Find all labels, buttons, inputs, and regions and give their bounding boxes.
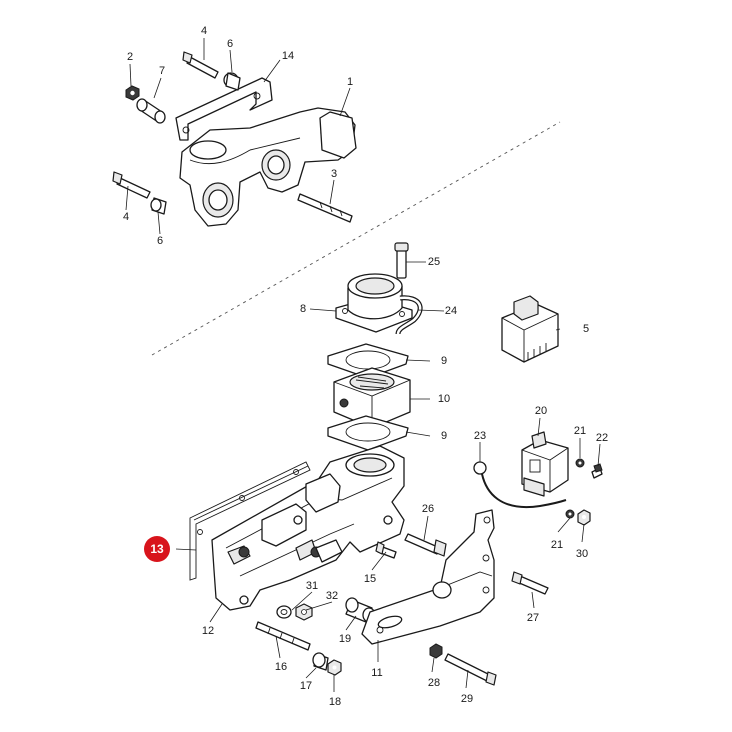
callout-20: 20 [535, 405, 547, 417]
part-sleeve-6-upper [223, 72, 241, 91]
part-bolt-15 [375, 541, 397, 559]
callout-10: 10 [438, 393, 450, 405]
callout-14: 14 [282, 50, 294, 62]
part-gasket-13 [189, 461, 311, 581]
part-stud-4-lower [112, 171, 151, 199]
callout-5: 5 [583, 323, 589, 335]
callout-28: 28 [428, 677, 440, 689]
part-stud-4-upper [182, 51, 219, 79]
part-hose-24 [395, 295, 423, 335]
part-screw-25 [394, 242, 409, 279]
part-gasket-9-lower [327, 415, 409, 451]
callout-24: 24 [445, 305, 457, 317]
part-intake-manifold-12 [211, 445, 405, 611]
part-bracket-14 [175, 77, 273, 141]
callout-26: 26 [422, 503, 434, 515]
part-sleeve-17 [312, 652, 329, 671]
alignment-line [151, 121, 561, 356]
part-relay-5 [501, 295, 559, 363]
part-screw-22 [591, 463, 603, 479]
part-spacer-7 [136, 98, 166, 124]
part-washer-21-upper [575, 458, 585, 468]
part-washer-21-lower [565, 509, 575, 519]
part-wire-23 [473, 461, 567, 509]
callout-19: 19 [339, 633, 351, 645]
part-stud-3 [297, 193, 353, 223]
part-throttle-body-10 [333, 367, 411, 429]
callout-13[interactable]: 13 [150, 542, 164, 556]
part-bolt-29 [444, 653, 497, 686]
part-nut-2 [125, 85, 140, 101]
callout-7: 7 [159, 65, 165, 77]
part-bracket-11 [361, 509, 495, 645]
callout-3: 3 [331, 168, 337, 180]
part-exhaust-manifold [179, 107, 357, 227]
part-actuator-20 [521, 431, 569, 497]
callout-4-upper: 4 [201, 25, 207, 37]
leader-lines [125, 38, 601, 692]
callout-27: 27 [527, 612, 539, 624]
part-nut-18 [327, 659, 342, 676]
callout-23: 23 [474, 430, 486, 442]
callout-4-lower: 4 [123, 211, 129, 223]
callouts: 2 7 4 6 14 1 3 4 6 25 8 24 5 9 10 9 20 2… [123, 25, 608, 708]
part-nut-30 [577, 509, 591, 526]
callout-32: 32 [326, 590, 338, 602]
part-washer-31 [276, 605, 292, 619]
callout-29: 29 [461, 693, 473, 705]
part-washer-28 [429, 643, 443, 659]
callout-1: 1 [347, 76, 353, 88]
part-nut-32 [295, 603, 313, 621]
callout-13-badge[interactable] [144, 536, 170, 562]
callout-6-upper: 6 [227, 38, 233, 50]
callout-8: 8 [300, 303, 306, 315]
callout-21-upper: 21 [574, 425, 586, 437]
callout-17: 17 [300, 680, 312, 692]
callout-2: 2 [127, 51, 133, 63]
callout-22: 22 [596, 432, 608, 444]
callout-31: 31 [306, 580, 318, 592]
callout-11: 11 [371, 667, 382, 679]
callout-9-lower: 9 [441, 430, 447, 442]
part-sleeve-6-lower [150, 197, 167, 215]
part-stud-16 [255, 621, 311, 651]
callout-16: 16 [275, 661, 287, 673]
part-bolt-27 [511, 571, 549, 595]
callout-25: 25 [428, 256, 440, 268]
callout-9-upper: 9 [441, 355, 447, 367]
callout-18: 18 [329, 696, 341, 708]
callout-30: 30 [576, 548, 588, 560]
callout-21-lower: 21 [551, 539, 563, 551]
callout-15: 15 [364, 573, 376, 585]
part-elbow-housing-8 [335, 273, 413, 333]
part-bolt-26 [404, 533, 447, 557]
callout-6-lower: 6 [157, 235, 163, 247]
callout-12: 12 [202, 625, 214, 637]
